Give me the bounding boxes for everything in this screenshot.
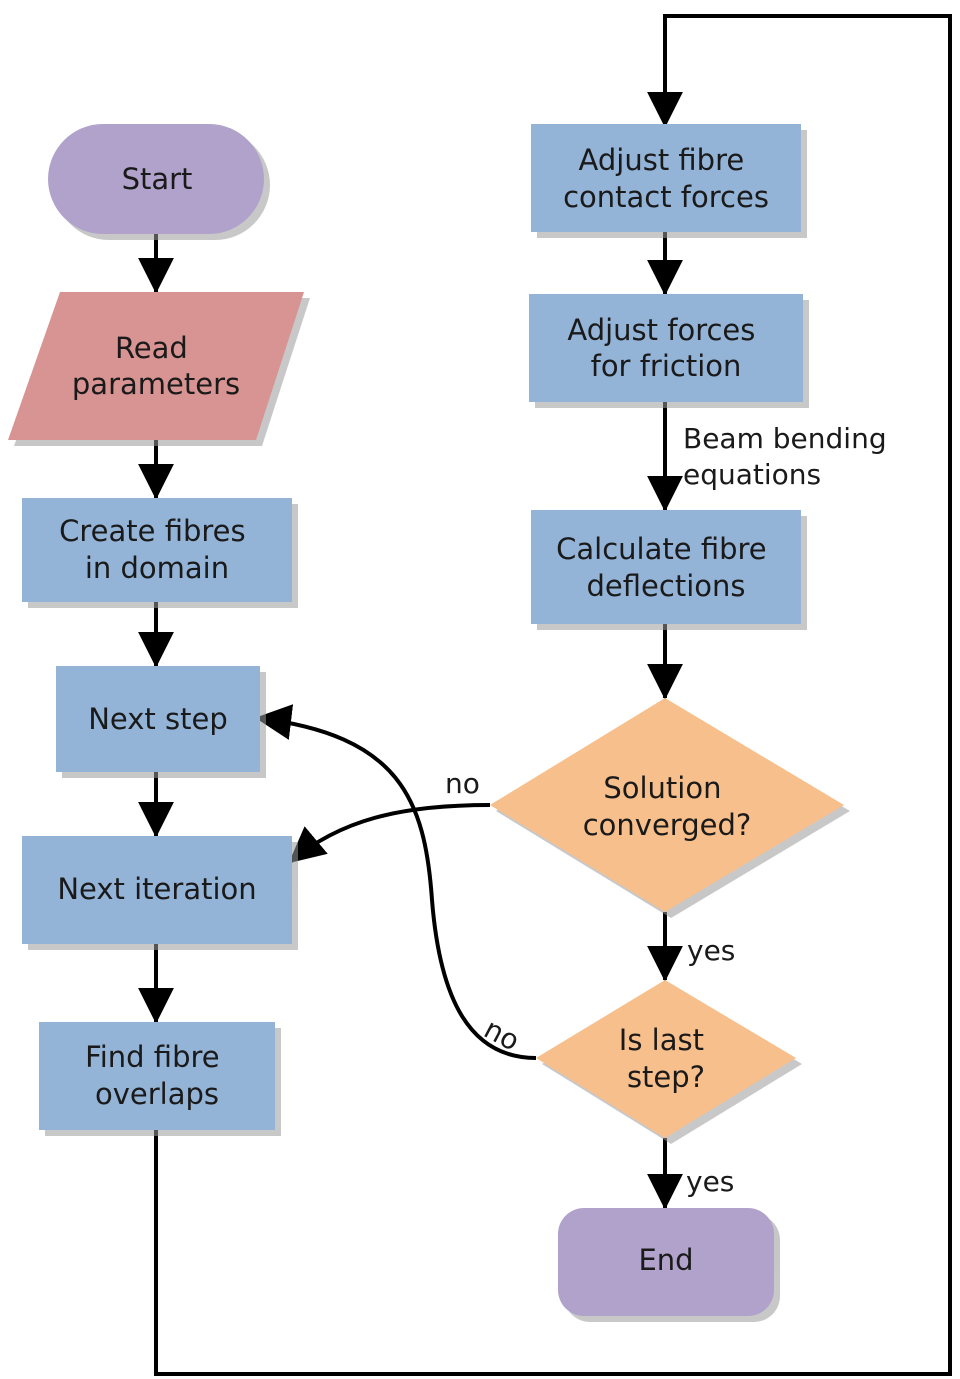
last-step-yes-label: yes (686, 1165, 734, 1198)
svg-text:Adjust forces for fric: Adjust forces for friction (567, 313, 764, 383)
svg-text:Is last step?: Is last step? (619, 1023, 713, 1094)
svg-text:Create fibres in domai: Create fibres in domain (59, 514, 255, 585)
beam-bending-label-line-2: equations (683, 458, 821, 491)
adjust-contact-line-1: Adjust fibre (579, 143, 745, 177)
last-step-no-label: no (479, 1012, 525, 1058)
create-fibres-line-1: Create fibres (59, 514, 246, 548)
find-overlaps-line-1: Find fibre (85, 1040, 219, 1074)
calc-deflections-line-2: deflections (587, 569, 746, 603)
converged-yes-label: yes (687, 934, 735, 967)
beam-bending-label-line-1: Beam bending (683, 422, 887, 455)
end-node: End (558, 1208, 774, 1316)
svg-text:Solution converged?: Solution converged? (583, 771, 752, 842)
svg-text:Read parameters: Read parameters (72, 331, 240, 401)
svg-text:Find fibre overlaps: Find fibre overlaps (85, 1040, 229, 1111)
adjust-contact-line-2: contact forces (563, 180, 769, 214)
next-step-node: Next step (56, 666, 260, 772)
next-step-label: Next step (88, 702, 228, 736)
start-label: Start (122, 162, 193, 196)
is-last-step-line-2: step? (627, 1060, 705, 1094)
solution-converged-line-2: converged? (583, 808, 752, 842)
calc-deflections-node: Calculate fibre deflections (531, 510, 801, 624)
solution-converged-node: Solution converged? (490, 698, 844, 912)
read-parameters-line-1: Read (115, 331, 188, 365)
adjust-friction-line-1: Adjust forces (567, 313, 755, 347)
read-parameters-line-2: parameters (72, 367, 240, 401)
calc-deflections-line-1: Calculate fibre (556, 532, 766, 566)
start-node: Start (48, 124, 264, 234)
svg-text:Calculate fibre deflec: Calculate fibre deflections (556, 532, 776, 603)
find-overlaps-line-2: overlaps (95, 1077, 219, 1111)
edge-laststep-no-to-nextstep (255, 704, 537, 1060)
svg-text:Beam bending equations: Beam bending equations (683, 422, 896, 491)
next-iteration-label: Next iteration (57, 872, 256, 906)
converged-no-label: no (445, 767, 480, 800)
read-parameters-node: Read parameters (8, 292, 304, 440)
svg-text:Adjust fibre contact f: Adjust fibre contact forces (563, 143, 769, 214)
adjust-contact-node: Adjust fibre contact forces (531, 124, 801, 232)
is-last-step-node: Is last step? (536, 980, 796, 1138)
end-label: End (638, 1243, 693, 1277)
create-fibres-node: Create fibres in domain (22, 498, 292, 602)
edge-loop-findoverlaps-to-adjustcontact (154, 14, 952, 1376)
create-fibres-line-2: in domain (85, 551, 229, 585)
find-overlaps-node: Find fibre overlaps (39, 1022, 275, 1130)
adjust-friction-line-2: for friction (591, 349, 742, 383)
edge-converged-no-to-nextiteration (288, 803, 491, 864)
solution-converged-line-1: Solution (603, 771, 721, 805)
next-iteration-node: Next iteration (22, 836, 292, 944)
adjust-friction-node: Adjust forces for friction (529, 294, 803, 402)
is-last-step-line-1: Is last (619, 1023, 704, 1057)
